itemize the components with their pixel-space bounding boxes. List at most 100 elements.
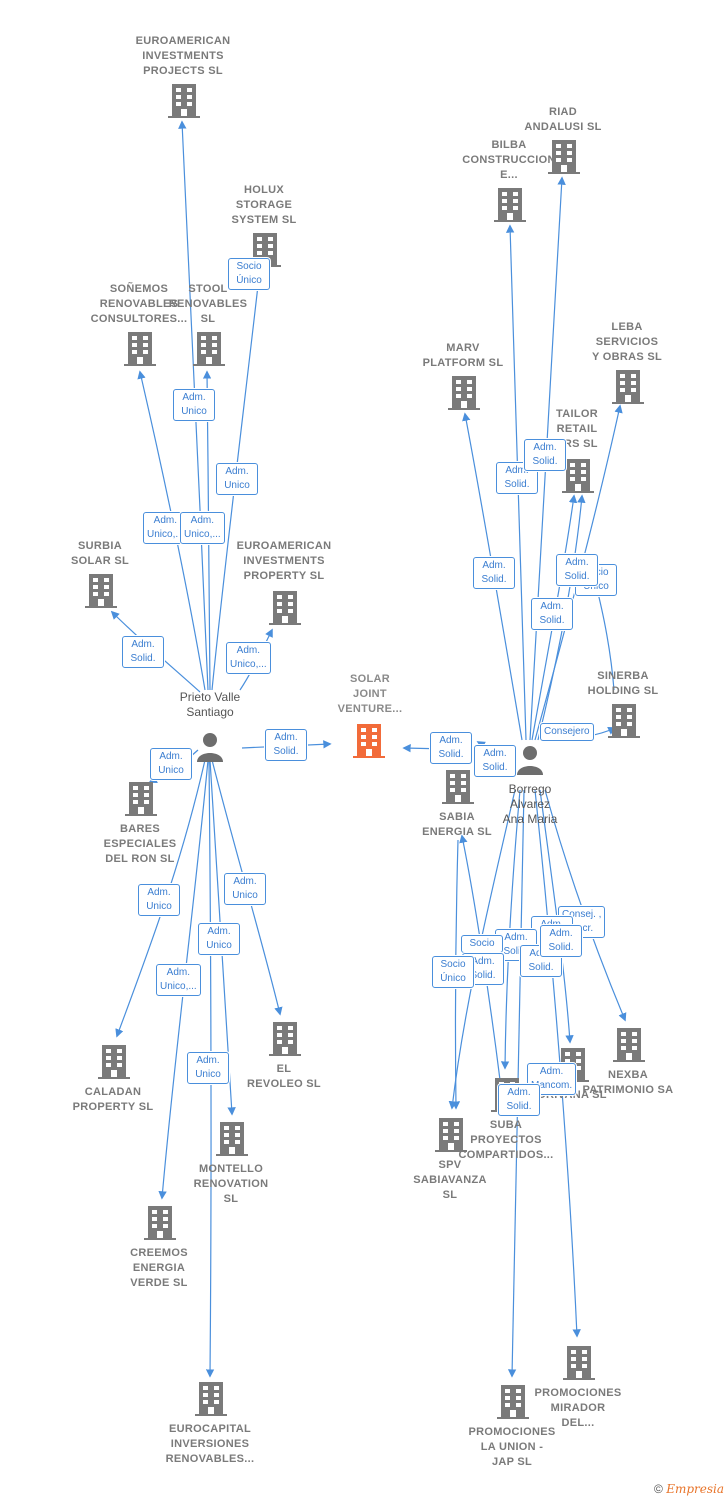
building-icon-holder bbox=[562, 459, 594, 498]
company-node-c23[interactable]: SPV SABIAVANZA SL bbox=[395, 1118, 505, 1213]
relation-label-e29[interactable]: Socio Único bbox=[432, 956, 474, 988]
person-icon bbox=[517, 746, 543, 775]
company-label: BILBA CONSTRUCCION E... bbox=[462, 139, 556, 181]
company-node-c10[interactable]: MONTELLO RENOVATION SL bbox=[176, 1122, 286, 1217]
company-label: CALADAN PROPERTY SL bbox=[72, 1086, 154, 1113]
company-node-c2[interactable]: HOLUX STORAGE SYSTEM SL bbox=[209, 183, 319, 278]
company-node-c7[interactable]: BARES ESPECIALES DEL RON SL bbox=[85, 782, 195, 877]
company-label: MARV PLATFORM SL bbox=[422, 342, 504, 369]
building-icon-holder bbox=[497, 1385, 529, 1424]
company-node-c12[interactable]: EUROCAPITAL INVERSIONES RENOVABLES... bbox=[155, 1382, 265, 1477]
building-icon bbox=[562, 459, 594, 493]
relation-label-e8[interactable]: Adm. Solid. bbox=[265, 729, 307, 761]
relation-label-e9[interactable]: Adm. Unico bbox=[150, 748, 192, 780]
company-node-c13[interactable]: RIAD ANDALUSI SL bbox=[508, 105, 618, 200]
building-icon bbox=[125, 782, 157, 816]
company-node-c1[interactable]: EUROAMERICAN INVESTMENTS PROJECTS SL bbox=[128, 34, 238, 129]
relation-label-e27[interactable]: Socio bbox=[461, 935, 503, 953]
relation-label-e20[interactable]: Adm. Solid. bbox=[556, 554, 598, 586]
building-icon bbox=[563, 1346, 595, 1380]
building-icon bbox=[216, 1122, 248, 1156]
relation-label-e13[interactable]: Adm. Unico,... bbox=[156, 964, 201, 996]
building-icon-holder bbox=[608, 704, 640, 743]
company-label: SINERBA HOLDING SL bbox=[587, 670, 659, 697]
company-node-c18[interactable]: SINERBA HOLDING SL bbox=[568, 669, 678, 764]
company-node-c9[interactable]: EL REVOLEO SL bbox=[229, 1022, 339, 1117]
focus-company-node[interactable]: SOLAR JOINT VENTURE... bbox=[315, 672, 425, 762]
company-node-c16[interactable]: LEBA SERVICIOS Y OBRAS SL bbox=[572, 320, 682, 415]
company-label: LEBA SERVICIOS Y OBRAS SL bbox=[591, 321, 663, 363]
person-label: Prieto Valle Santiago bbox=[179, 690, 241, 719]
relation-label-e22[interactable]: Adm. Solid. bbox=[430, 732, 472, 764]
person-node-borrego[interactable]: Borrego Alvarez Ana Maria bbox=[470, 745, 590, 830]
building-icon bbox=[613, 1028, 645, 1062]
company-node-c5[interactable]: SURBIA SOLAR SL bbox=[45, 539, 155, 634]
company-label: CREEMOS ENERGIA VERDE SL bbox=[130, 1247, 188, 1289]
relation-label-e1[interactable]: Socio Único bbox=[228, 258, 270, 290]
company-label: SURBIA SOLAR SL bbox=[70, 540, 129, 567]
company-node-c4[interactable]: STOOL RENOVABLES SL bbox=[153, 282, 263, 377]
relation-label-e31[interactable]: Adm. Solid. bbox=[498, 1084, 540, 1116]
company-label: NEXBA PATRIMONIO SA bbox=[582, 1069, 674, 1096]
building-icon bbox=[608, 704, 640, 738]
building-icon bbox=[353, 724, 385, 758]
relation-label-e33[interactable]: Adm. Solid. bbox=[540, 925, 582, 957]
building-icon bbox=[435, 1118, 467, 1152]
company-node-c24[interactable]: PROMOCIONES MIRADOR DEL... bbox=[523, 1346, 633, 1441]
company-node-c20[interactable]: NEXBA PATRIMONIO SA bbox=[573, 1028, 683, 1123]
building-icon bbox=[442, 770, 474, 804]
building-icon-holder bbox=[448, 376, 480, 415]
building-icon bbox=[124, 332, 156, 366]
company-node-c19[interactable]: SABIA ENERGIA SL bbox=[402, 770, 512, 865]
company-label: SUBA PROYECTOS COMPARTIDOS... bbox=[458, 1119, 554, 1161]
building-icon bbox=[448, 376, 480, 410]
building-icon-holder bbox=[613, 1028, 645, 1067]
building-icon-holder bbox=[125, 782, 157, 821]
company-node-c25[interactable]: PROMOCIONES LA UNION - JAP SL bbox=[457, 1385, 567, 1480]
company-node-c6[interactable]: EUROAMERICAN INVESTMENTS PROPERTY SL bbox=[229, 539, 339, 634]
company-node-c8[interactable]: CALADAN PROPERTY SL bbox=[58, 1045, 168, 1140]
building-icon-holder bbox=[168, 84, 200, 123]
company-label: SPV SABIAVANZA SL bbox=[413, 1159, 487, 1201]
building-icon-holder bbox=[548, 140, 580, 179]
company-label: SOÑEMOS RENOVABLES CONSULTORES... bbox=[90, 283, 188, 325]
building-icon bbox=[548, 140, 580, 174]
building-icon-holder bbox=[612, 370, 644, 409]
relation-label-e12[interactable]: Adm. Unico bbox=[198, 923, 240, 955]
company-node-c3[interactable]: SOÑEMOS RENOVABLES CONSULTORES... bbox=[84, 282, 194, 377]
relation-label-e3[interactable]: Adm. Unico bbox=[216, 463, 258, 495]
company-label: EUROAMERICAN INVESTMENTS PROPERTY SL bbox=[236, 540, 332, 582]
building-icon bbox=[497, 1385, 529, 1419]
relation-label-e17[interactable]: Adm. Solid. bbox=[524, 439, 566, 471]
company-node-c14[interactable]: BILBA CONSTRUCCION E... bbox=[454, 138, 564, 233]
person-node-prieto[interactable]: Prieto Valle Santiago bbox=[150, 690, 270, 765]
building-icon-holder bbox=[435, 1118, 467, 1157]
brand-logo: Empresia bbox=[666, 1482, 724, 1496]
relation-label-e18[interactable]: Adm. Solid. bbox=[531, 598, 573, 630]
building-icon-holder bbox=[85, 574, 117, 613]
relation-label-e7[interactable]: Adm. Unico,... bbox=[226, 642, 271, 674]
building-icon bbox=[85, 574, 117, 608]
relation-label-e15[interactable]: Adm. Solid. bbox=[473, 557, 515, 589]
relation-label-e14[interactable]: Adm. Unico bbox=[187, 1052, 229, 1084]
building-icon-holder bbox=[195, 1382, 227, 1421]
relation-label-e6[interactable]: Adm. Solid. bbox=[122, 636, 164, 668]
relation-label-e10[interactable]: Adm. Unico bbox=[138, 884, 180, 916]
copyright-symbol: © bbox=[654, 1482, 663, 1496]
relation-label-e23[interactable]: Adm. Solid. bbox=[474, 745, 516, 777]
building-icon bbox=[269, 1022, 301, 1056]
building-icon bbox=[612, 370, 644, 404]
company-label: SABIA ENERGIA SL bbox=[422, 811, 492, 838]
company-node-c11[interactable]: CREEMOS ENERGIA VERDE SL bbox=[104, 1206, 214, 1301]
company-node-c15[interactable]: MARV PLATFORM SL bbox=[408, 341, 518, 436]
company-label: EUROCAPITAL INVERSIONES RENOVABLES... bbox=[165, 1423, 255, 1465]
building-icon-holder bbox=[216, 1122, 248, 1161]
company-label: MONTELLO RENOVATION SL bbox=[193, 1163, 269, 1205]
person-label: Borrego Alvarez Ana Maria bbox=[502, 782, 558, 826]
relation-label-e5[interactable]: Adm. Unico,... bbox=[180, 512, 225, 544]
building-icon bbox=[269, 591, 301, 625]
relation-label-e2[interactable]: Adm. Unico bbox=[173, 389, 215, 421]
person-icon bbox=[197, 733, 223, 762]
relation-label-e11[interactable]: Adm. Unico bbox=[224, 873, 266, 905]
relation-label-e21[interactable]: Consejero bbox=[540, 723, 594, 741]
